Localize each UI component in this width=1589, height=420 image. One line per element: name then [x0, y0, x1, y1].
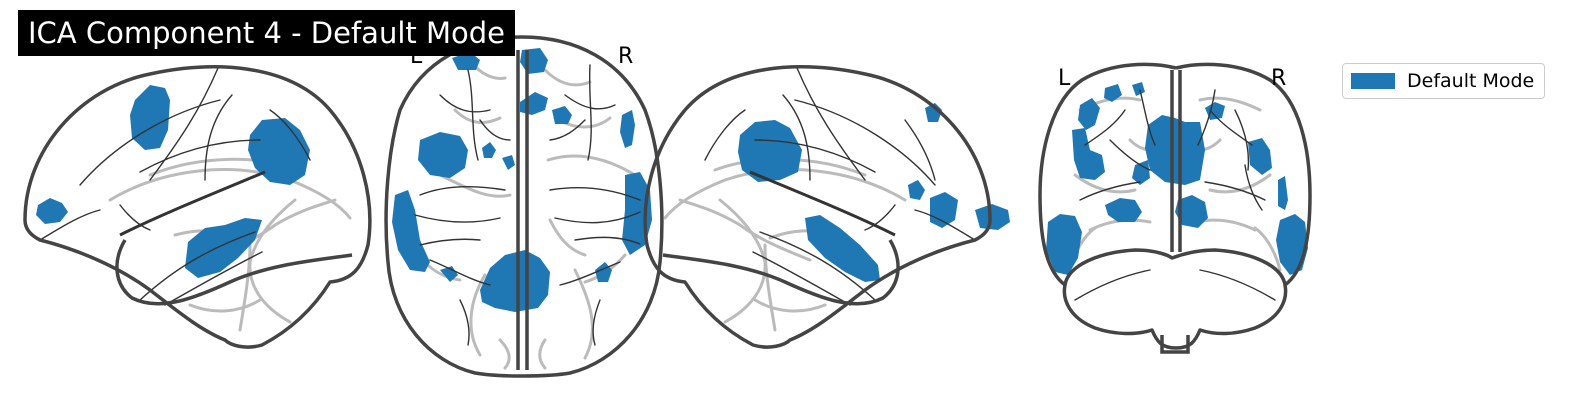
coronal-brainstem-outline [1160, 335, 1190, 354]
legend-label-default-mode: Default Mode [1407, 70, 1535, 92]
left-sagittal-view [23, 65, 372, 349]
coronal-view [1038, 62, 1312, 354]
axial-right-label: R [618, 44, 634, 69]
coronal-outline [1038, 62, 1312, 287]
right-sagittal-sylvian [749, 170, 896, 237]
legend: Default Mode [1342, 63, 1546, 99]
coronal-left-label: L [1058, 66, 1071, 91]
left-sagittal-outline [23, 65, 372, 349]
axial-outline [384, 35, 664, 378]
coronal-right-label: R [1271, 66, 1287, 91]
axial-sulci-dark [414, 64, 641, 346]
left-sagittal-blobs [36, 85, 310, 278]
coronal-blobs [1046, 82, 1308, 275]
left-sagittal-sulci-dark [39, 67, 311, 306]
axial-view [384, 35, 664, 378]
right-sagittal-view [643, 65, 1010, 349]
right-sagittal-blobs [738, 103, 1010, 282]
right-sagittal-temporal-outline [662, 239, 900, 306]
coronal-cerebellum-outline [1062, 248, 1288, 350]
left-sagittal-temporal-outline [115, 239, 353, 306]
right-sagittal-outline [643, 65, 992, 349]
axial-left-label: L [410, 44, 423, 69]
legend-swatch [1351, 73, 1395, 89]
left-sagittal-sylvian [119, 170, 266, 237]
figure-title: ICA Component 4 - Default Mode [18, 10, 515, 56]
axial-blobs [392, 48, 652, 312]
coronal-sulci-dark [1074, 89, 1276, 301]
